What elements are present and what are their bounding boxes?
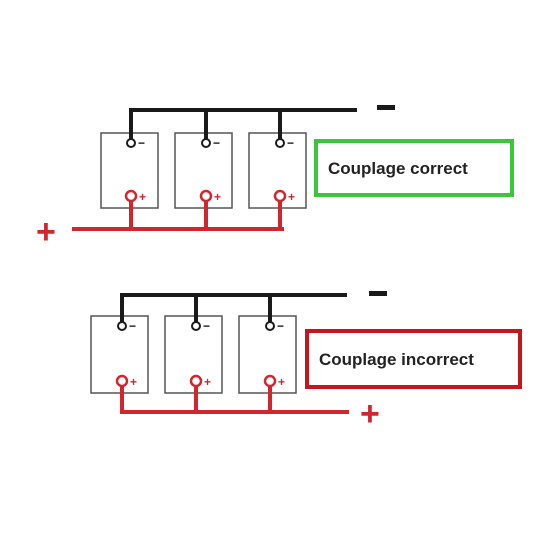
battery-minus-mark: −	[287, 136, 294, 150]
positive-output-sign: +	[360, 395, 380, 433]
positive-output-sign: +	[36, 213, 56, 251]
battery-minus-mark: −	[213, 136, 220, 150]
negative-output-sign	[377, 105, 395, 110]
battery-plus-mark: +	[214, 190, 221, 204]
positive-terminal	[124, 189, 138, 203]
incorrect-wiring-diagram: − − − + + + + Couplage incorrect	[90, 291, 522, 433]
negative-terminal	[191, 321, 201, 331]
battery-plus-mark: +	[139, 190, 146, 204]
battery-minus-mark: −	[138, 136, 145, 150]
positive-terminal	[199, 189, 213, 203]
negative-terminal	[201, 138, 211, 148]
battery-minus-mark: −	[203, 319, 210, 333]
negative-bus-wire	[120, 293, 347, 327]
battery-plus-mark: +	[278, 375, 285, 389]
positive-terminal	[189, 374, 203, 388]
negative-terminal	[275, 138, 285, 148]
correct-label-frame	[314, 139, 514, 197]
correct-label: Couplage correct	[328, 159, 468, 178]
negative-output-sign	[369, 291, 387, 296]
positive-terminal	[263, 374, 277, 388]
battery-plus-mark: +	[288, 190, 295, 204]
positive-terminal	[115, 374, 129, 388]
incorrect-label: Couplage incorrect	[319, 350, 474, 369]
incorrect-label-frame	[305, 329, 522, 389]
battery-plus-mark: +	[130, 375, 137, 389]
positive-terminal	[273, 189, 287, 203]
battery-minus-mark: −	[129, 319, 136, 333]
battery-minus-mark: −	[277, 319, 284, 333]
battery-plus-mark: +	[204, 375, 211, 389]
positive-bus-wire	[72, 194, 284, 231]
correct-wiring-diagram: − − − + + + + Couplage correct	[36, 105, 514, 251]
negative-terminal	[126, 138, 136, 148]
negative-terminal	[265, 321, 275, 331]
negative-bus-wire	[129, 108, 357, 145]
negative-terminal	[117, 321, 127, 331]
